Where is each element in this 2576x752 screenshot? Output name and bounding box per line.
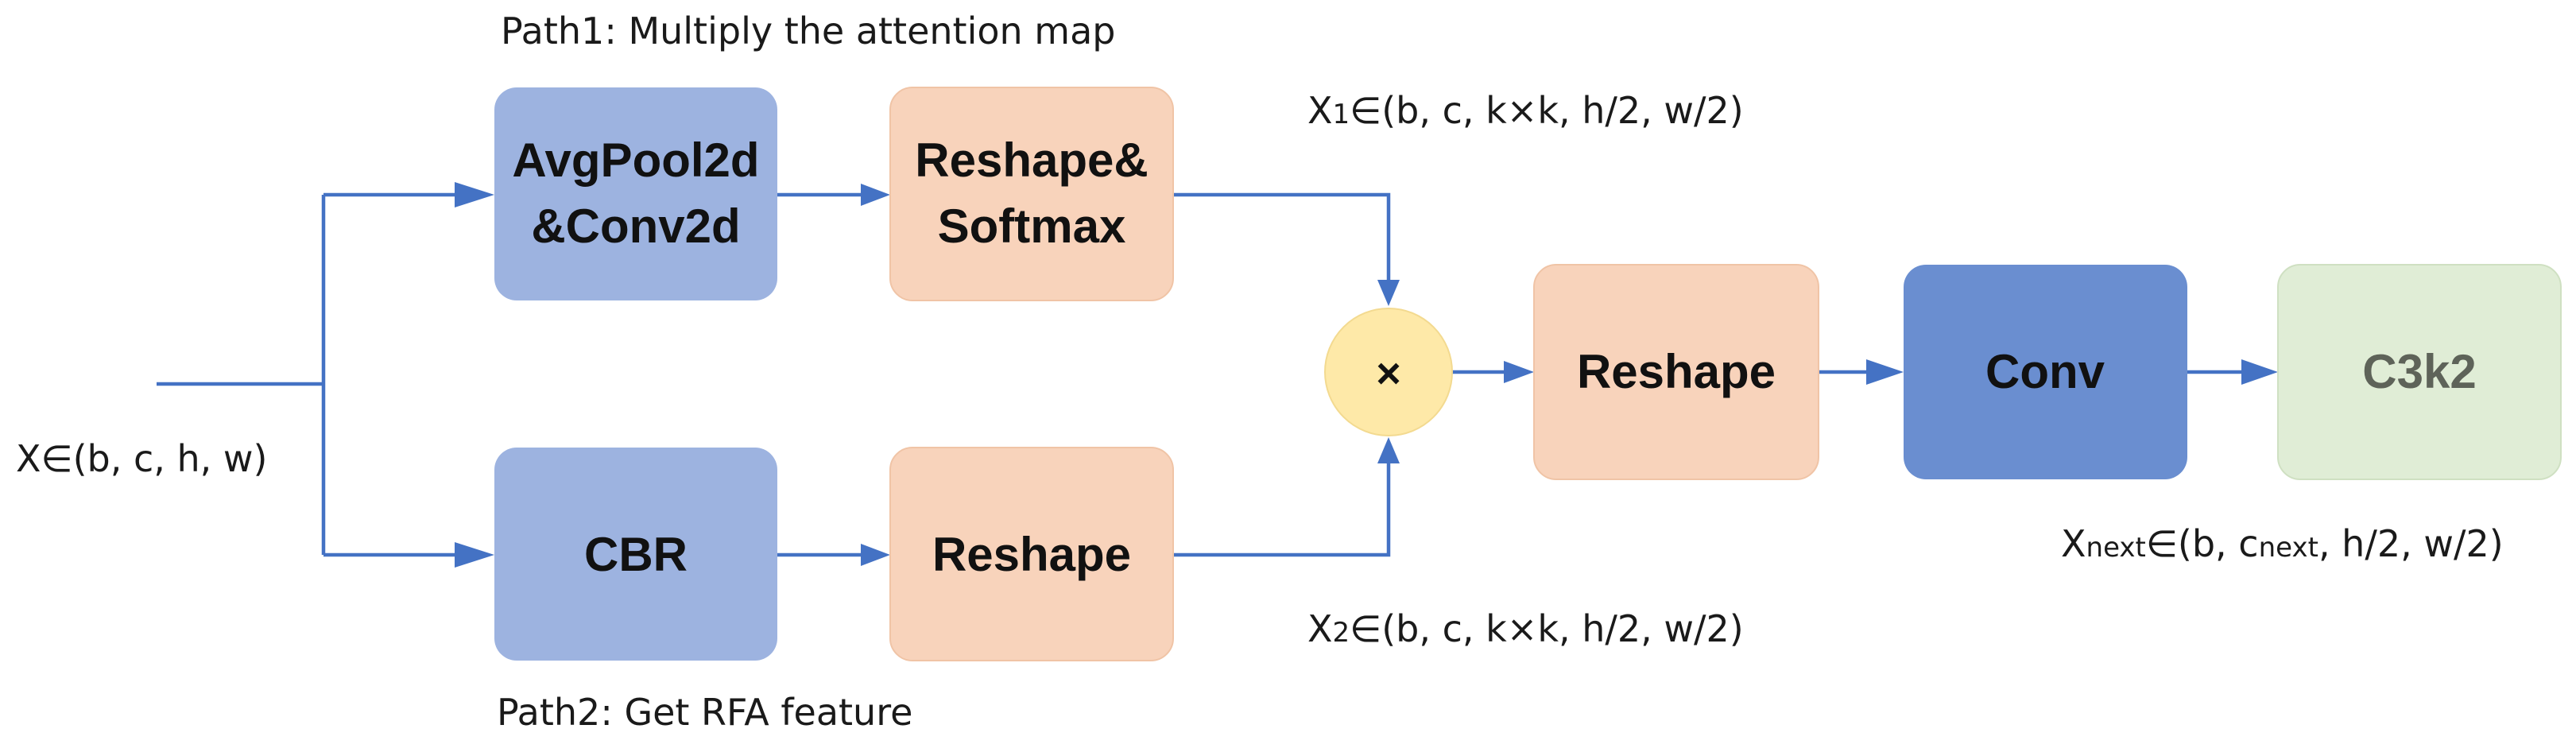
conv-box bbox=[1904, 265, 2187, 479]
xnext-shape-start: ∈(b, c bbox=[2146, 522, 2259, 565]
reshape-to-multiply-line bbox=[1173, 463, 1391, 557]
arrowhead-reshape-bottom bbox=[861, 544, 890, 566]
xnext-shape-end: , h/2, w/2) bbox=[2318, 522, 2504, 565]
reshape-out-box bbox=[1533, 264, 1819, 480]
path1-label: Path1: Multiply the attention map bbox=[501, 10, 1115, 52]
x1-shape-label: X1∈(b, c, k×k, h/2, w/2) bbox=[1307, 89, 1744, 132]
arrowhead-reshape-softmax bbox=[861, 184, 890, 206]
softmax-to-multiply-line bbox=[1173, 192, 1391, 282]
avgpool-label: AvgPool2d bbox=[512, 134, 759, 187]
arrowhead-c3k2 bbox=[2241, 359, 2278, 385]
arrowhead-pool bbox=[455, 182, 494, 207]
reshape-softmax-label-2: Softmax bbox=[938, 200, 1126, 253]
reshape-softmax-label-1: Reshape& bbox=[915, 134, 1148, 187]
connectors bbox=[157, 192, 2241, 557]
cbr-label: CBR bbox=[584, 528, 688, 581]
input-shape-label: X∈(b, c, h, w) bbox=[16, 437, 267, 480]
c3k2-box bbox=[2277, 264, 2562, 480]
reshape-bottom-label: Reshape bbox=[932, 528, 1131, 581]
arrowhead-cbr bbox=[455, 542, 494, 568]
reshape-out-label: Reshape bbox=[1577, 345, 1776, 398]
arrowhead-multiply-top bbox=[1377, 280, 1400, 306]
multiply-symbol: × bbox=[1376, 350, 1401, 397]
cnext-subscript: next bbox=[2259, 532, 2318, 564]
conv-label: Conv bbox=[1985, 345, 2105, 398]
arrowheads bbox=[455, 182, 2278, 568]
arrowhead-conv bbox=[1866, 359, 1904, 385]
path2-label: Path2: Get RFA feature bbox=[497, 691, 912, 734]
reshape-softmax-box bbox=[889, 87, 1174, 301]
avgpool-conv2d-box bbox=[494, 87, 777, 300]
x1-shape: ∈(b, c, k×k, h/2, w/2) bbox=[1350, 89, 1744, 132]
x2-shape: ∈(b, c, k×k, h/2, w/2) bbox=[1350, 607, 1744, 650]
arrowhead-reshape-out bbox=[1504, 361, 1534, 383]
xnext-main: X bbox=[2061, 522, 2086, 565]
x1-main: X bbox=[1307, 89, 1333, 132]
x2-main: X bbox=[1307, 607, 1333, 650]
x1-subscript: 1 bbox=[1333, 99, 1350, 130]
xnext-shape-label: Xnext∈(b, cnext, h/2, w/2) bbox=[2061, 522, 2504, 565]
reshape-bottom-box bbox=[889, 447, 1174, 661]
xnext-subscript: next bbox=[2086, 532, 2146, 564]
multiply-node bbox=[1324, 308, 1453, 436]
x2-subscript: 2 bbox=[1333, 617, 1350, 649]
x2-shape-label: X2∈(b, c, k×k, h/2, w/2) bbox=[1307, 607, 1744, 650]
conv2d-label: &Conv2d bbox=[531, 200, 740, 253]
arrowhead-multiply-bottom bbox=[1377, 437, 1400, 463]
c3k2-label: C3k2 bbox=[2362, 345, 2476, 398]
cbr-box bbox=[494, 448, 777, 661]
